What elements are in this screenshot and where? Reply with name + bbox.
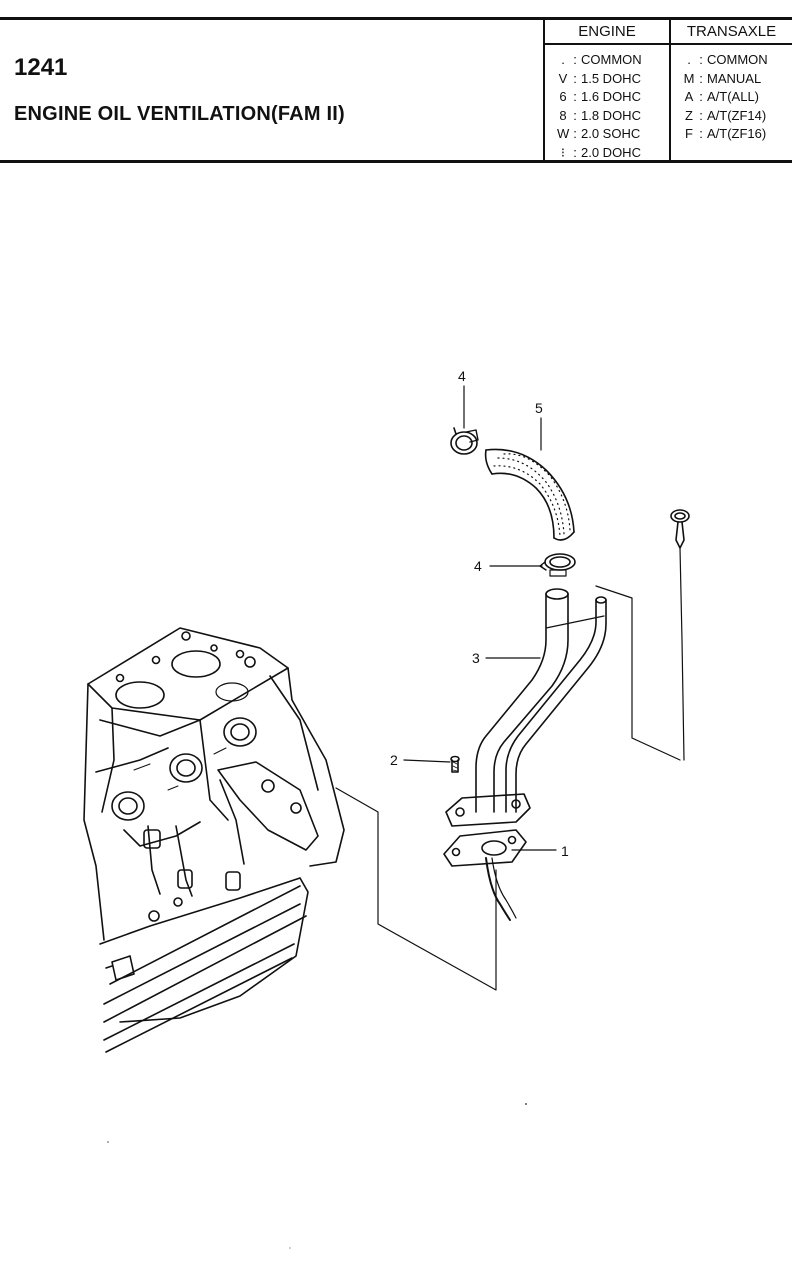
dipstick-illustration	[670, 509, 690, 761]
part-number: 1241	[14, 54, 68, 81]
legend-row: ⁝:2.0 DOHC	[560, 144, 641, 160]
callout-3: 3	[472, 650, 480, 666]
legend-row: .:COMMON	[687, 52, 768, 67]
transaxle-legend-list: .:COMMON M:MANUAL A:A/T(ALL) Z:A/T(ZF14)…	[683, 51, 791, 144]
scan-specks	[107, 1103, 527, 1249]
engine-block-illustration	[83, 627, 345, 1053]
diagram-header: 1241 ENGINE OIL VENTILATION(FAM II) ENGI…	[0, 0, 792, 163]
exploded-parts-diagram: 4 5 4 3 2 1	[83, 368, 690, 1249]
legend-row: .:COMMON	[561, 52, 642, 67]
legend-row: Z:A/T(ZF14)	[685, 107, 767, 123]
callout-4-mid: 4	[474, 558, 482, 574]
gasket-illustration	[443, 829, 527, 921]
legend-row: M:MANUAL	[683, 70, 762, 86]
legend-row: A:A/T(ALL)	[684, 89, 760, 105]
hose-clamp-mid-illustration	[539, 553, 576, 577]
legend-row: W:2.0 SOHC	[557, 126, 641, 142]
table-header-rule	[543, 43, 792, 45]
callout-leaders	[403, 385, 557, 851]
engine-legend-list: .:COMMON V:1.5 DOHC 6:1.6 DOHC 8:1.8 DOH…	[557, 51, 669, 163]
ventilation-hose-illustration	[484, 448, 575, 541]
oil-filler-tube-illustration	[445, 588, 607, 827]
callout-5: 5	[535, 400, 543, 416]
engine-column-heading: ENGINE	[578, 23, 636, 40]
legend-row: F:A/T(ZF16)	[685, 126, 767, 142]
header-bottom-rule	[0, 160, 792, 163]
legend-row: V:1.5 DOHC	[558, 70, 641, 86]
bolt-illustration	[450, 755, 460, 773]
callout-4-top: 4	[458, 368, 466, 384]
callout-2: 2	[390, 752, 398, 768]
legend-row: 8:1.8 DOHC	[559, 107, 641, 123]
legend-table: ENGINE TRANSAXLE .:COMMON V:1.5 DOHC 6:1…	[543, 20, 792, 160]
page-title: ENGINE OIL VENTILATION(FAM II)	[14, 103, 345, 125]
table-column-divider	[669, 20, 671, 160]
callout-1: 1	[561, 843, 569, 859]
table-left-border	[543, 20, 545, 160]
hose-clamp-top-illustration	[450, 427, 479, 455]
header-top-rule	[0, 17, 792, 20]
transaxle-column-heading: TRANSAXLE	[686, 23, 777, 40]
legend-row: 6:1.6 DOHC	[559, 89, 641, 105]
assembly-guide-lines	[335, 585, 681, 991]
